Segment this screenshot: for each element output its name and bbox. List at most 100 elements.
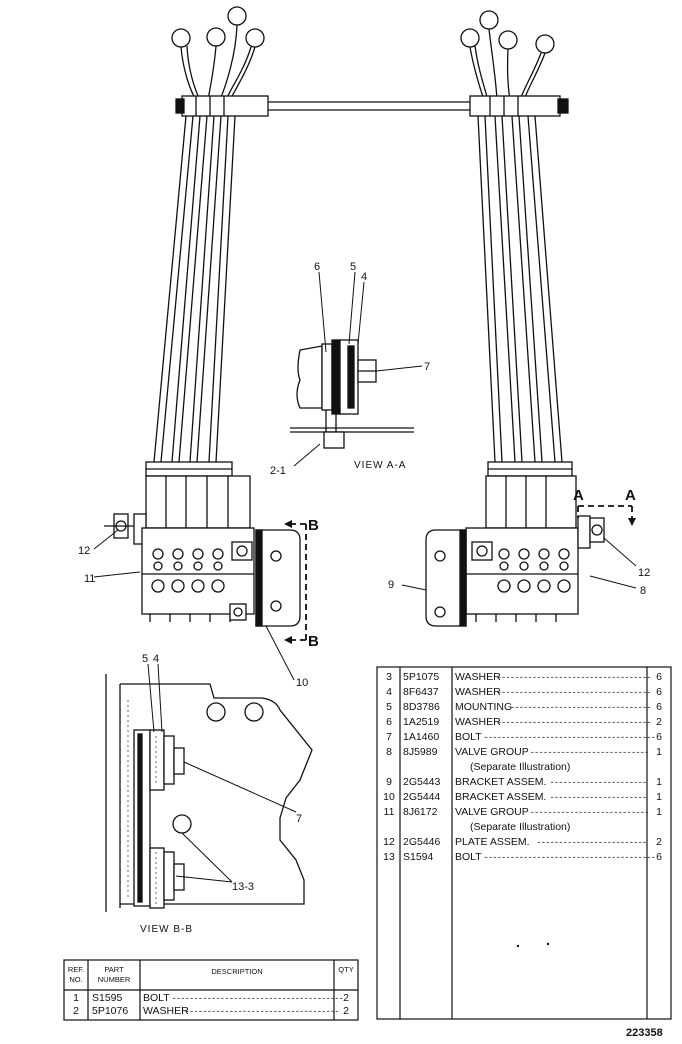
table-ref: 2: [73, 1005, 79, 1017]
table-description: BOLT: [143, 992, 170, 1004]
callout-b-5: 5: [142, 653, 148, 665]
table-qty: 2: [656, 716, 662, 728]
callout-10: 10: [296, 677, 308, 689]
table-part-number: 8F6437: [403, 686, 439, 698]
table-description: WASHER: [455, 686, 501, 698]
table-part-number: 2G5444: [403, 791, 441, 803]
header-ref-line2: NO.: [69, 975, 82, 984]
cross-tube: [175, 95, 569, 117]
section-markers: B B A A: [308, 487, 636, 650]
callout-13-3: 13-3: [232, 881, 254, 893]
table-leader-dashes: ---------------------------: [530, 808, 649, 818]
table-ref: 13: [383, 851, 395, 863]
table-qty: 1: [656, 776, 662, 788]
table-part-number: 1A1460: [403, 731, 439, 743]
table-part-number: S1595: [92, 992, 123, 1004]
table-part-number: 5P1076: [92, 1005, 128, 1017]
table-ref: 3: [386, 671, 392, 683]
table-description: MOUNTING: [455, 701, 512, 713]
callout-2-1: 2-1: [270, 465, 286, 477]
table-ref: 12: [383, 836, 395, 848]
table-qty: 2: [656, 836, 662, 848]
valve-group-right: [465, 461, 605, 622]
table-leader-dashes: ---------------------------------------: [483, 733, 655, 743]
callout-4: 4: [361, 271, 367, 283]
header-qty: QTY: [338, 965, 353, 974]
drawing-number: 223358: [626, 1027, 663, 1039]
callout-5: 5: [350, 261, 356, 273]
callout-9: 9: [388, 579, 394, 591]
table-qty: 1: [656, 806, 662, 818]
table-ref: 6: [386, 716, 392, 728]
valve-group-left: [104, 461, 255, 622]
view-b-b-label: VIEW B-B: [140, 924, 193, 935]
callout-b-4: 4: [153, 653, 159, 665]
callout-b-7: 7: [296, 813, 302, 825]
table-qty: 1: [656, 791, 662, 803]
table-qty: 2: [343, 1005, 349, 1017]
leader-lines: [93, 271, 637, 883]
bracket-assem-right: [425, 529, 467, 627]
header-ref-line1: REF.: [68, 965, 84, 974]
table-part-number: 1A2519: [403, 716, 439, 728]
section-a-right: A: [625, 487, 636, 504]
table-description: BRACKET ASSEM.: [455, 791, 546, 803]
table-ref: 9: [386, 776, 392, 788]
table-description: VALVE GROUP: [455, 746, 529, 758]
table-description: WASHER: [143, 1005, 189, 1017]
callout-7: 7: [424, 361, 430, 373]
callout-8: 8: [640, 585, 646, 597]
view-a-a-detail: [290, 339, 414, 449]
bracket-assem-left: [255, 529, 301, 627]
callout-12-right: 12: [638, 567, 650, 579]
table-part-number: 8D3786: [403, 701, 440, 713]
table-part-number: 5P1075: [403, 671, 439, 683]
table-leader-dashes: ----------------------: [549, 778, 646, 788]
table-description: BOLT: [455, 731, 482, 743]
table-leader-dashes: -----------------------------------: [185, 1007, 339, 1017]
gasket-texture: [127, 700, 157, 904]
view-b-b-detail: [105, 674, 313, 912]
table-qty: 6: [656, 851, 662, 863]
section-b-bottom: B: [308, 633, 319, 650]
table-note: (Separate Illustration): [470, 761, 570, 773]
table-leader-dashes: -------------------------: [536, 838, 646, 848]
parts-table-left-grid: [63, 959, 359, 1021]
table-ref: 10: [383, 791, 395, 803]
table-description: WASHER: [455, 671, 501, 683]
table-description: BRACKET ASSEM.: [455, 776, 546, 788]
callout-6: 6: [314, 261, 320, 273]
table-qty: 6: [656, 731, 662, 743]
control-levers-right: [460, 10, 555, 101]
table-leader-dashes: ---------------------------------------: [171, 994, 343, 1004]
table-leader-dashes: ---------------------------------------: [483, 853, 655, 863]
parts-table-right-grid: [376, 666, 672, 1020]
table-description: WASHER: [455, 716, 501, 728]
table-qty: 6: [656, 701, 662, 713]
table-ref: 8: [386, 746, 392, 758]
callout-11: 11: [84, 573, 95, 585]
section-b-top: B: [308, 517, 319, 534]
callouts: 6 5 4 7 2-1 12 11 10 9 12 8 5 4 7 13-3: [78, 261, 650, 893]
section-a-left: A: [573, 487, 584, 504]
table-leader-dashes: -----------------------------------: [497, 688, 651, 698]
section-line-a: [577, 505, 633, 520]
table-qty: 1: [656, 746, 662, 758]
table-leader-dashes: -----------------------------------: [497, 718, 651, 728]
table-ref: 5: [386, 701, 392, 713]
header-part-line2: NUMBER: [98, 975, 131, 984]
table-leader-dashes: ----------------------: [549, 793, 646, 803]
table-part-number: S1594: [403, 851, 434, 863]
table-description: VALVE GROUP: [455, 806, 529, 818]
table-note: (Separate Illustration): [470, 821, 570, 833]
table-part-number: 2G5446: [403, 836, 441, 848]
speck: [546, 942, 550, 946]
callout-12-left: 12: [78, 545, 90, 557]
view-a-a-label: VIEW A-A: [354, 460, 406, 471]
header-part-line1: PART: [104, 965, 124, 974]
linkage-rods-right: [477, 115, 563, 463]
table-leader-dashes: ---------------------------: [530, 748, 649, 758]
table-ref: 4: [386, 686, 392, 698]
